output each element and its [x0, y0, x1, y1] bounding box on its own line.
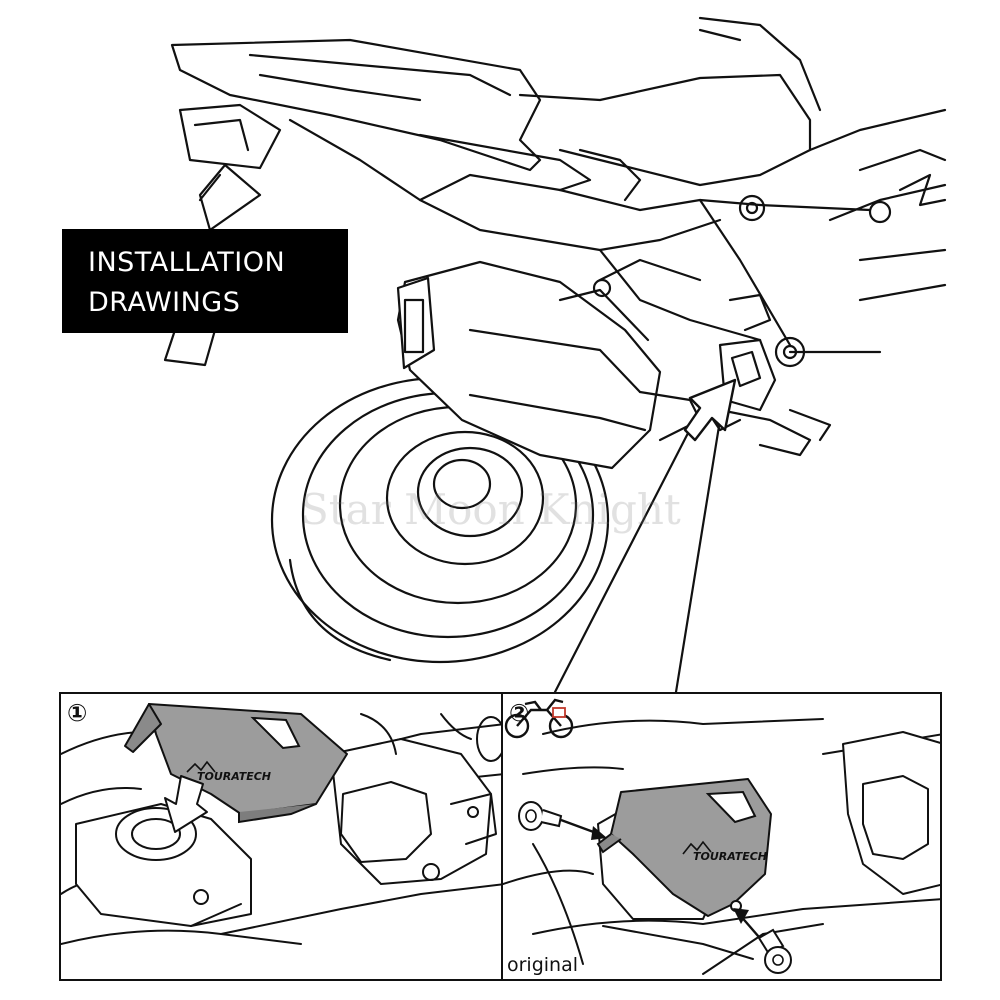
arrow-down-icon	[164, 775, 208, 833]
watermark: Star Moon Knight	[300, 485, 681, 534]
brand-logo: TOURATECH	[693, 850, 767, 863]
bolt-icon	[518, 801, 607, 840]
title-box: INSTALLATION DRAWINGS	[62, 229, 348, 333]
step-1-panel: TOURATECH ①	[59, 692, 503, 981]
step-2-panel: TOURATECH ② origi	[501, 692, 942, 981]
title-line-1: INSTALLATION	[88, 247, 286, 278]
heel-guard-area	[698, 338, 832, 457]
step-1-badge: ①	[67, 699, 88, 727]
callout-arrow-icon	[683, 378, 737, 442]
step-2-drawing: TOURATECH	[503, 718, 940, 975]
callout-line	[674, 418, 722, 694]
seat-bodywork	[518, 16, 947, 302]
title-line-2: DRAWINGS	[88, 287, 241, 318]
original-label: original	[507, 954, 579, 976]
exhaust-muffler	[396, 260, 702, 470]
callout-line	[553, 398, 707, 694]
step-1-drawing: TOURATECH	[61, 703, 501, 945]
rear-subframe	[163, 38, 892, 368]
brand-logo: TOURATECH	[197, 770, 271, 783]
guard-plate: TOURATECH	[596, 778, 772, 917]
bolt-icon	[733, 908, 792, 974]
motorcycle-icon	[504, 698, 574, 739]
